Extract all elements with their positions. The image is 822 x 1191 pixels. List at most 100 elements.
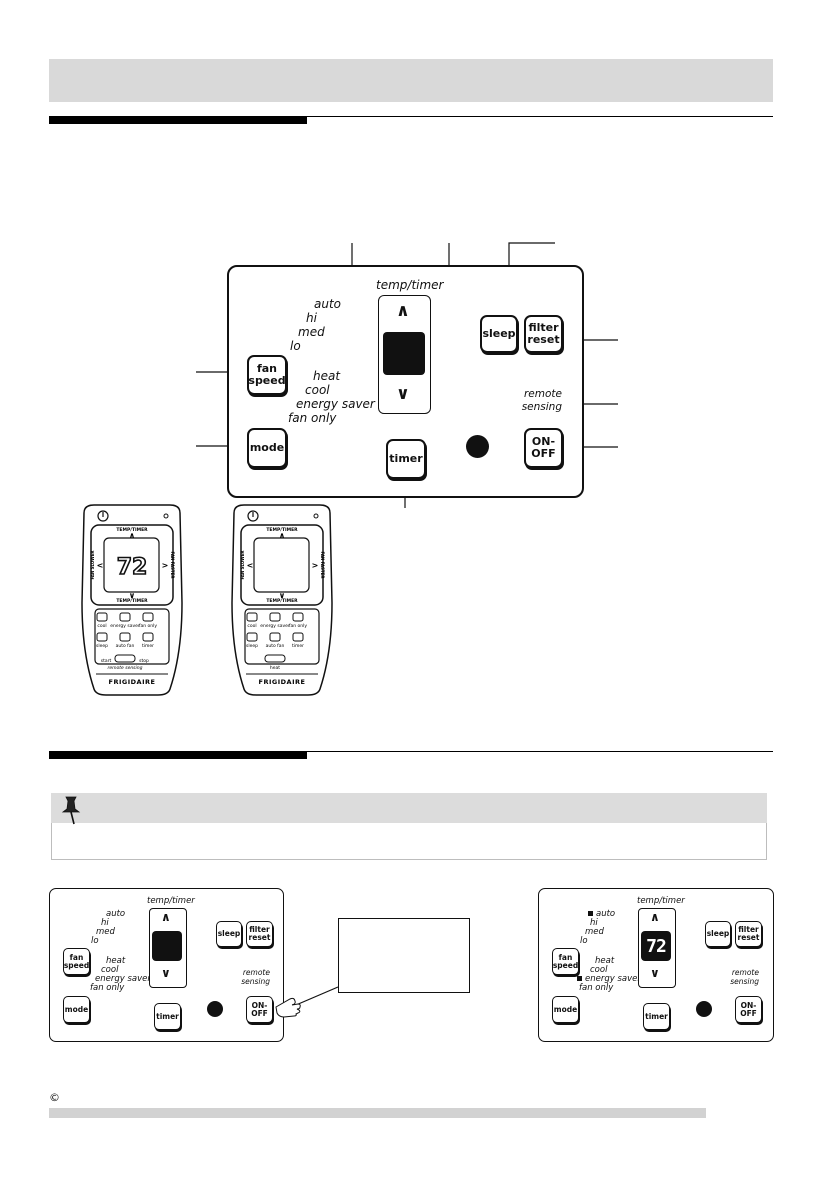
remote-a-down-button[interactable]: ∨ bbox=[129, 591, 136, 600]
remote-b-heat-button[interactable] bbox=[264, 654, 286, 663]
small-right-fan-hi: hi bbox=[590, 918, 598, 928]
mode-button[interactable]: mode bbox=[247, 428, 287, 468]
remote-a-key-cool[interactable]: cool bbox=[97, 623, 106, 629]
remote-b-key-timer[interactable]: timer bbox=[292, 643, 304, 649]
remote-a-key-timer[interactable]: timer bbox=[142, 643, 154, 649]
callout-box bbox=[338, 918, 470, 993]
small-left-remote-sensing: remote sensing bbox=[241, 968, 270, 986]
remote-a: TEMP/TIMER TEMP/TIMER ∧ ∨ < > FAN SLOWER… bbox=[81, 504, 183, 696]
fan-option-hi: hi bbox=[306, 311, 317, 325]
remote-a-right-button[interactable]: > bbox=[162, 561, 169, 570]
press-indicator bbox=[275, 986, 339, 1018]
remote-b-display bbox=[253, 537, 310, 593]
small-right-sleep-button[interactable]: sleep bbox=[705, 921, 731, 947]
remote-a-up-button[interactable]: ∧ bbox=[129, 531, 136, 540]
small-left-temp-timer-label: temp/timer bbox=[147, 896, 195, 906]
mode-option-cool: cool bbox=[305, 383, 330, 397]
small-right-fan-auto: auto bbox=[596, 909, 616, 919]
temp-up-button[interactable]: ∧ bbox=[396, 301, 410, 321]
remote-a-sensing-button[interactable] bbox=[114, 654, 136, 663]
small-right-mode-heat: heat bbox=[595, 956, 615, 966]
pushpin-icon bbox=[61, 796, 81, 825]
small-right-on-off-button[interactable]: ON-OFF bbox=[735, 996, 762, 1023]
small-left-timer-button[interactable]: timer bbox=[154, 1003, 181, 1030]
small-left-mode-energy-saver: energy saver bbox=[95, 974, 151, 984]
remote-b-key-energy-saver[interactable]: energy saver bbox=[260, 623, 290, 629]
remote-b-key-sleep[interactable]: sleep bbox=[246, 643, 258, 649]
fan-option-auto: auto bbox=[314, 297, 342, 311]
remote-b-key-fan-only[interactable]: fan only bbox=[289, 623, 307, 629]
remote-b-fan-faster: FAN FASTER bbox=[320, 552, 325, 579]
temp-display bbox=[383, 332, 425, 375]
remote-b-key-auto-fan[interactable]: auto fan bbox=[266, 643, 285, 649]
small-right-remote-sensing: remote sensing bbox=[730, 968, 759, 986]
small-left-fan-lo: lo bbox=[91, 936, 99, 946]
small-left-mode-cool: cool bbox=[101, 965, 119, 975]
remote-b-fan-slower: FAN SLOWER bbox=[240, 550, 245, 579]
remote-b-down-button[interactable]: ∨ bbox=[279, 591, 286, 600]
timer-button[interactable]: timer bbox=[386, 439, 426, 479]
remote-a-left-button[interactable]: < bbox=[97, 561, 104, 570]
remote-a-key-fan-only[interactable]: fan only bbox=[139, 623, 157, 629]
remote-b-up-button[interactable]: ∧ bbox=[279, 531, 286, 540]
remote-a-display: 72 bbox=[117, 555, 148, 580]
small-right-auto-indicator bbox=[588, 911, 593, 916]
small-right-fan-lo: lo bbox=[580, 936, 588, 946]
remote-b-temp-bottom: TEMP/TIMER bbox=[266, 598, 298, 604]
remote-a-temp-top: TEMP/TIMER bbox=[116, 527, 148, 533]
small-left-sleep-button[interactable]: sleep bbox=[216, 921, 242, 947]
small-left-up-button[interactable]: ∧ bbox=[161, 910, 171, 924]
remote-a-key-energy-saver[interactable]: energy saver bbox=[110, 623, 140, 629]
section-rule-thick-1 bbox=[49, 116, 307, 124]
temp-down-button[interactable]: ∨ bbox=[396, 384, 410, 404]
small-right-mode-button[interactable]: mode bbox=[552, 996, 579, 1023]
remote-a-key-sleep[interactable]: sleep bbox=[96, 643, 108, 649]
small-left-mode-fan-only: fan only bbox=[90, 983, 125, 993]
remote-b-key-cool[interactable]: cool bbox=[247, 623, 256, 629]
fan-option-med: med bbox=[298, 325, 325, 339]
small-left-fan-hi: hi bbox=[101, 918, 109, 928]
mode-option-energy-saver: energy saver bbox=[296, 397, 375, 411]
small-left-mode-button[interactable]: mode bbox=[63, 996, 90, 1023]
ir-sensor bbox=[466, 435, 489, 458]
small-right-display: 72 bbox=[641, 931, 671, 961]
section-rule-thin-1 bbox=[307, 116, 773, 117]
small-right-timer-button[interactable]: timer bbox=[643, 1003, 670, 1030]
small-right-ir-sensor bbox=[696, 1001, 712, 1017]
remote-b: TEMP/TIMER TEMP/TIMER ∧ ∨ < > FAN SLOWER… bbox=[231, 504, 333, 696]
small-right-energy-saver-indicator bbox=[577, 976, 582, 981]
footer-bar bbox=[49, 1108, 706, 1118]
remote-a-remote-sensing: remote sensing bbox=[108, 665, 143, 671]
on-off-button[interactable]: ON-OFF bbox=[524, 428, 563, 468]
remote-a-fan-slower: FAN SLOWER bbox=[90, 550, 95, 579]
pointing-hand-icon bbox=[275, 997, 301, 1018]
small-right-fan-med: med bbox=[585, 927, 604, 937]
small-right-temp-timer-label: temp/timer bbox=[637, 896, 685, 906]
remote-a-start: start bbox=[101, 658, 112, 664]
mode-option-heat: heat bbox=[313, 369, 341, 383]
fan-option-lo: lo bbox=[290, 339, 301, 353]
small-left-on-off-button[interactable]: ON-OFF bbox=[246, 996, 273, 1023]
remote-b-brand: FRIGIDAIRE bbox=[259, 678, 306, 686]
small-right-up-button[interactable]: ∧ bbox=[650, 910, 660, 924]
remote-b-heat: heat bbox=[270, 665, 280, 671]
remote-a-key-auto-fan[interactable]: auto fan bbox=[116, 643, 135, 649]
small-right-down-button[interactable]: ∨ bbox=[650, 966, 660, 980]
small-left-fan-auto: auto bbox=[106, 909, 126, 919]
small-right-mode-energy-saver: energy saver bbox=[585, 974, 641, 984]
temp-timer-label: temp/timer bbox=[376, 278, 444, 292]
remote-b-left-button[interactable]: < bbox=[247, 561, 254, 570]
remote-b-right-button[interactable]: > bbox=[312, 561, 319, 570]
small-left-down-button[interactable]: ∨ bbox=[161, 966, 171, 980]
small-left-display bbox=[152, 931, 182, 961]
mode-option-fan-only: fan only bbox=[288, 411, 337, 425]
remote-a-brand: FRIGIDAIRE bbox=[109, 678, 156, 686]
small-left-ir-sensor bbox=[207, 1001, 223, 1017]
sleep-button[interactable]: sleep bbox=[480, 315, 518, 353]
